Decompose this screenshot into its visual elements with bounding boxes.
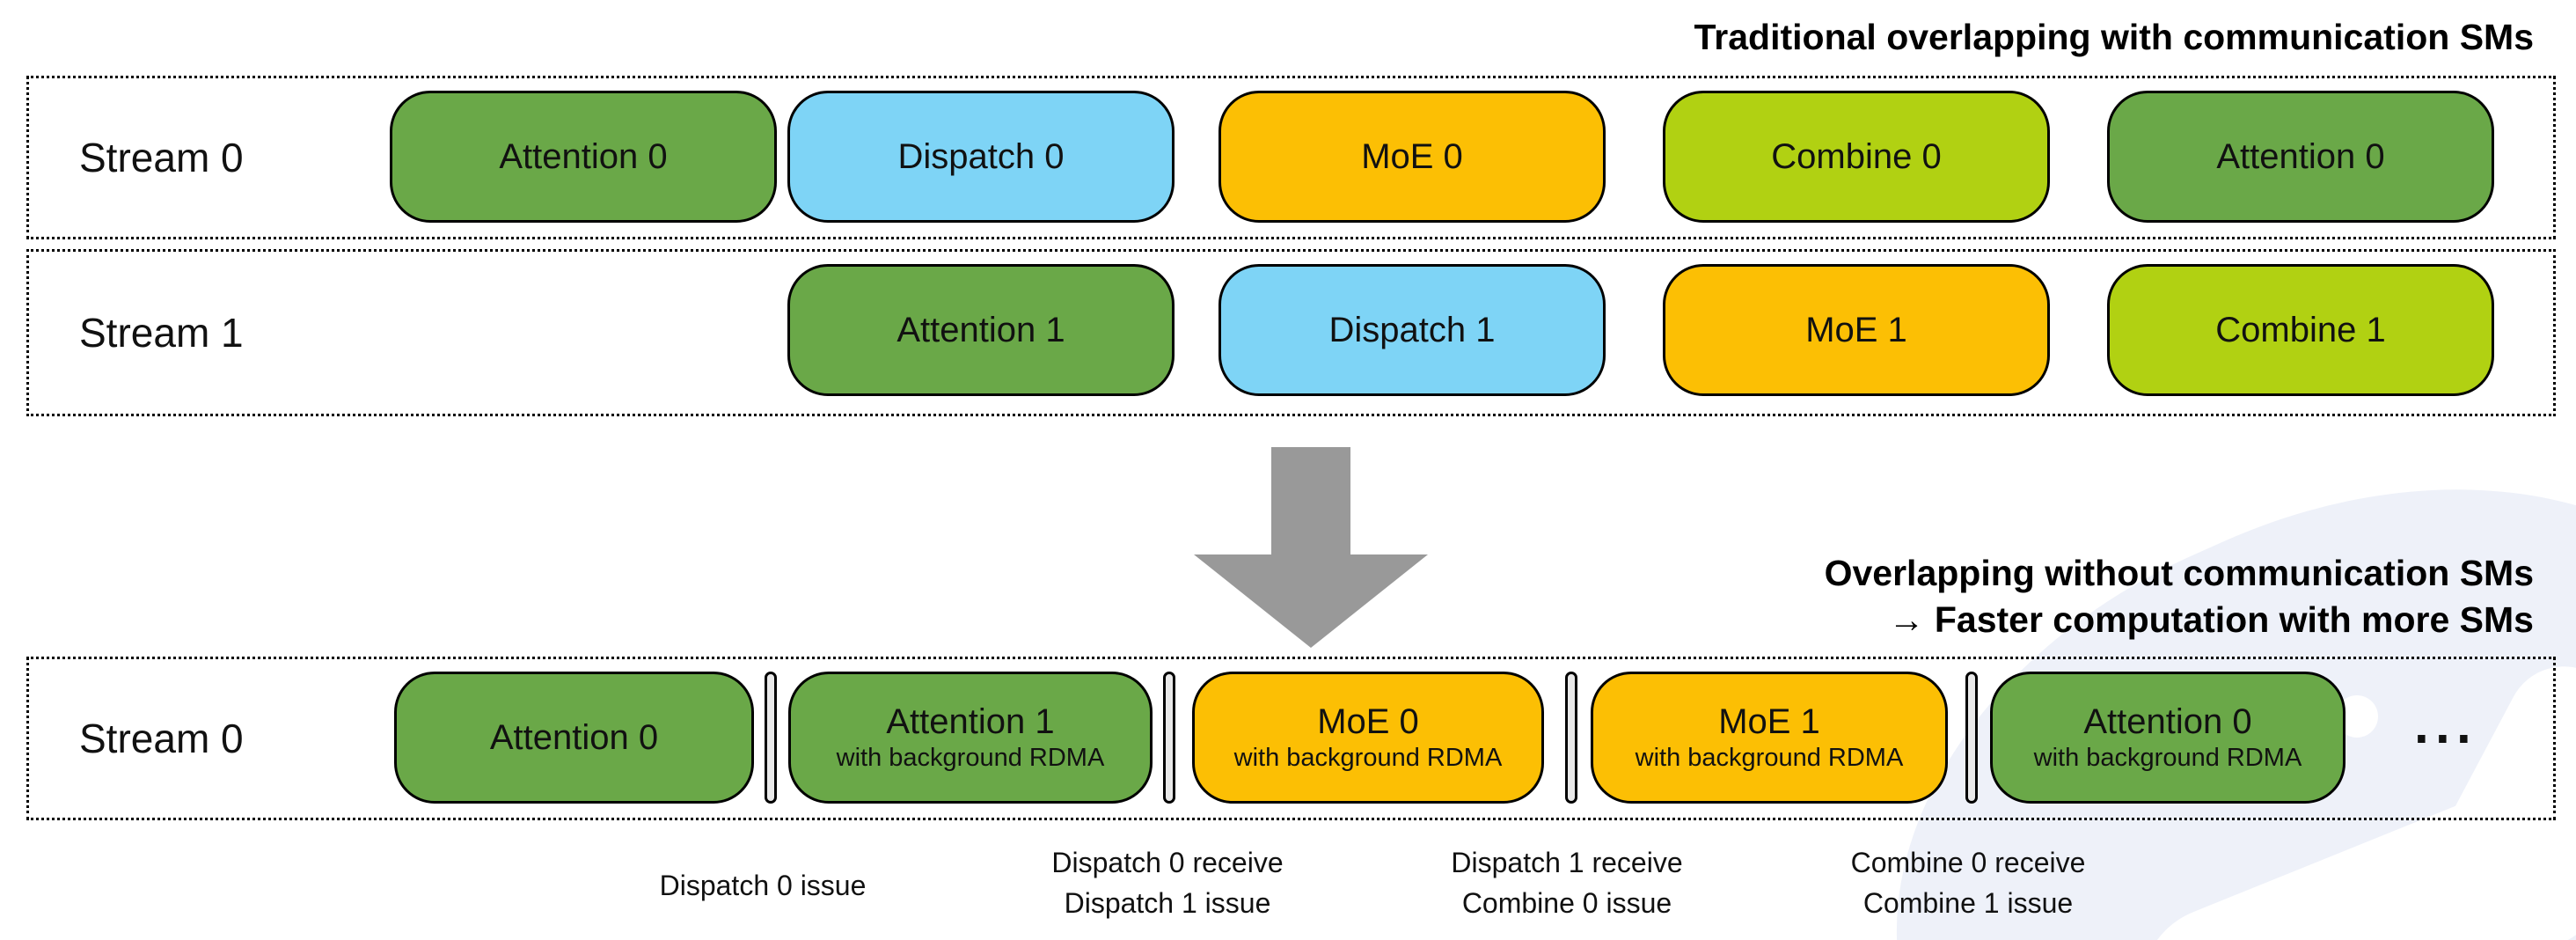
stream-label: Stream 0 — [79, 716, 244, 761]
task-block-attention: Attention 1 — [787, 264, 1175, 396]
task-block-combine: Combine 1 — [2107, 264, 2494, 396]
task-block-attention: Attention 1 with background RDMA — [788, 672, 1153, 804]
block-label: Attention 0 — [499, 137, 668, 176]
sync-label-line: Dispatch 1 issue — [1064, 887, 1271, 919]
down-arrow-shaft — [1271, 447, 1350, 556]
stream-label: Stream 1 — [79, 310, 244, 356]
block-label: Attention 1 — [896, 311, 1065, 349]
sync-label-line: Combine 0 issue — [1461, 887, 1672, 919]
title-overlapping-line2: → Faster computation with more SMs — [1888, 599, 2534, 640]
sync-label-line: Combine 1 issue — [1862, 887, 2074, 919]
block-label: Dispatch 0 — [897, 137, 1065, 176]
sync-label-line: Combine 0 receive — [1850, 847, 2086, 878]
sync-separator — [1965, 672, 1978, 804]
task-block-attention: Attention 0 — [390, 91, 777, 223]
sync-separator — [765, 672, 777, 804]
block-label: Combine 0 — [1771, 137, 1942, 176]
block-label: Attention 1 — [886, 702, 1055, 741]
task-block-attention: Attention 0 — [394, 672, 754, 804]
stream-row-overlapped-0: Stream 0 Attention 0 Attention 1 with ba… — [26, 657, 2556, 820]
block-sublabel: with background RDMA — [2033, 744, 2302, 772]
block-label: MoE 0 — [1361, 137, 1463, 176]
sync-label-dispatch0-receive: Dispatch 0 receive Dispatch 1 issue — [1051, 842, 1283, 923]
title-traditional: Traditional overlapping with communicati… — [1694, 17, 2535, 57]
title-overlapping: Overlapping without communication SMs → … — [1825, 550, 2534, 643]
sync-label-line: Dispatch 1 receive — [1451, 847, 1683, 878]
sync-separator — [1163, 672, 1175, 804]
block-label: Attention 0 — [2216, 137, 2385, 176]
block-label: Combine 1 — [2215, 311, 2386, 349]
block-label: Dispatch 1 — [1328, 311, 1496, 349]
ellipsis-continuation: ··· — [2414, 709, 2477, 768]
task-block-moe: MoE 1 with background RDMA — [1591, 672, 1948, 804]
block-label: MoE 1 — [1805, 311, 1907, 349]
title-overlapping-line1: Overlapping without communication SMs — [1824, 553, 2534, 593]
task-block-attention: Attention 0 — [2107, 91, 2494, 223]
sync-label-combine0-receive: Combine 0 receive Combine 1 issue — [1851, 842, 2086, 923]
block-label: Attention 0 — [2083, 702, 2252, 741]
down-arrow-head — [1194, 554, 1428, 648]
stream-row-traditional-1: Stream 1 Attention 1 Dispatch 1 MoE 1 Co… — [26, 249, 2556, 416]
block-label: Attention 0 — [489, 718, 659, 757]
sync-separator — [1565, 672, 1577, 804]
block-label: MoE 1 — [1718, 702, 1820, 741]
sync-label-dispatch0-issue: Dispatch 0 issue — [660, 865, 867, 906]
task-block-moe: MoE 0 — [1218, 91, 1606, 223]
task-block-attention: Attention 0 with background RDMA — [1990, 672, 2345, 804]
block-sublabel: with background RDMA — [1233, 744, 1503, 772]
task-block-dispatch: Dispatch 1 — [1218, 264, 1606, 396]
sync-label-line: Dispatch 0 receive — [1051, 847, 1284, 878]
sync-label-dispatch1-receive: Dispatch 1 receive Combine 0 issue — [1451, 842, 1682, 923]
task-block-combine: Combine 0 — [1663, 91, 2050, 223]
down-arrow-icon — [1194, 447, 1428, 648]
block-sublabel: with background RDMA — [836, 744, 1105, 772]
task-block-moe: MoE 1 — [1663, 264, 2050, 396]
task-block-moe: MoE 0 with background RDMA — [1192, 672, 1544, 804]
stream-label: Stream 0 — [79, 135, 244, 180]
block-label: MoE 0 — [1317, 702, 1419, 741]
stream-row-traditional-0: Stream 0 Attention 0 Dispatch 0 MoE 0 Co… — [26, 76, 2556, 239]
task-block-dispatch: Dispatch 0 — [787, 91, 1175, 223]
block-sublabel: with background RDMA — [1635, 744, 1904, 772]
sync-label-line: Dispatch 0 issue — [659, 870, 867, 901]
